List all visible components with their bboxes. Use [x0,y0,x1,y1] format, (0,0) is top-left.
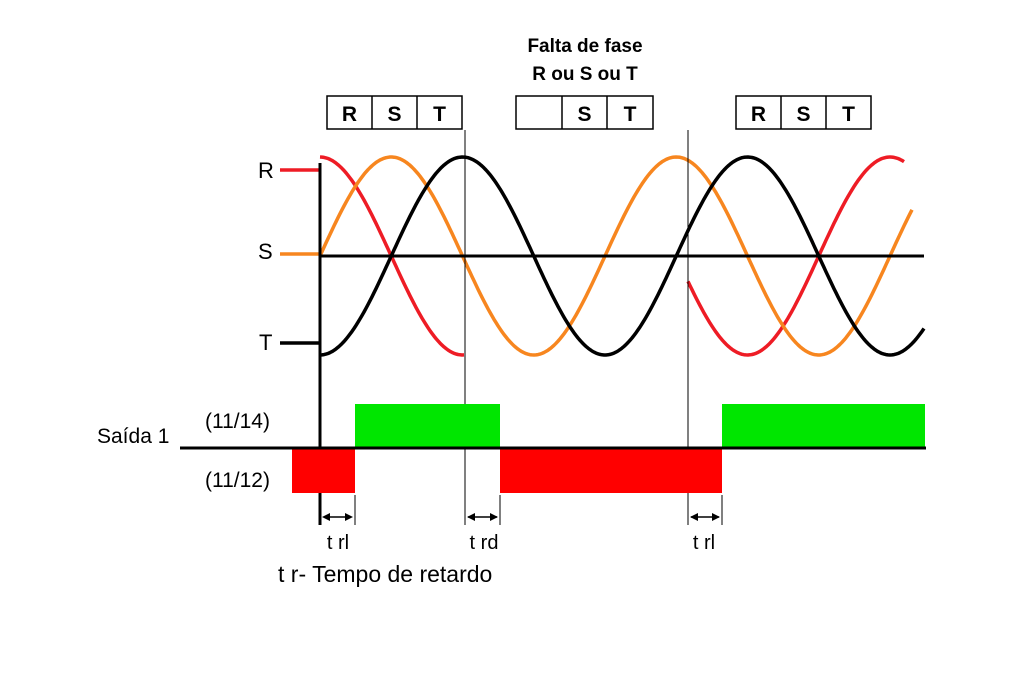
output-no-contact-label: (11/14) [205,410,270,433]
phase-box-3-cell-r: R [751,103,766,126]
phase-label-t: T [259,330,272,355]
phase-box-1: R S T [326,95,463,130]
delay-legend: t r- Tempo de retardo [278,561,492,587]
phase-box-1-cell-t: T [433,103,446,126]
output-no-active-block-1 [355,404,500,447]
phase-box-2: S T [515,95,654,130]
output-nc-active-block-1 [292,449,355,493]
phase-label-s: S [258,239,273,264]
phase-box-3-cell-t: T [842,103,855,126]
output-no-active-block-2 [722,404,925,447]
diagram-title-line2: R ou S ou T [532,64,638,85]
phase-box-2-cell-s: S [577,103,591,126]
delay-2-arrow [467,513,498,521]
delay-1-label: t rl [327,532,349,554]
output-nc-contact-label: (11/12) [205,469,270,492]
phase-box-1-cell-s: S [387,103,401,126]
phase-t-waveform [319,155,926,357]
phase-box-2-cell-t: T [624,103,637,126]
phase-box-3-cell-s: S [796,103,810,126]
delay-3-label: t rl [693,532,715,554]
delay-1-arrow [322,513,353,521]
phase-box-3: R S T [735,95,872,130]
output-nc-active-block-2 [500,449,722,493]
phase-s-waveform [318,155,914,357]
diagram-title-line1: Falta de fase [527,36,642,57]
phase-box-1-cell-r: R [342,103,357,126]
delay-3-arrow [690,513,720,521]
delay-2-label: t rd [470,532,499,554]
output-name-label: Saída 1 [97,425,169,448]
phase-label-r: R [258,158,274,183]
